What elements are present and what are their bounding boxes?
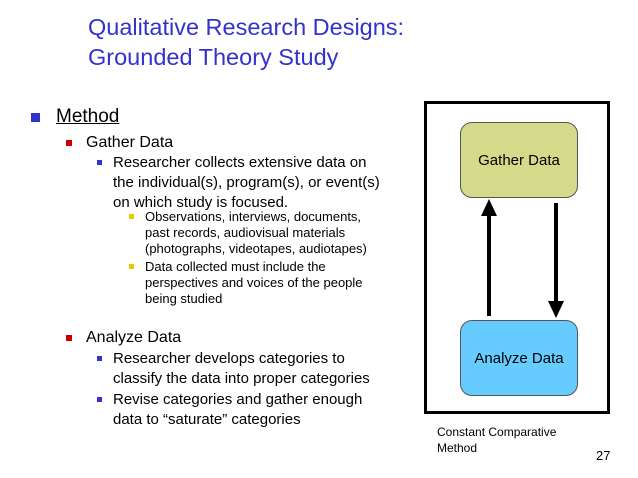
- bullet-square-icon: [66, 140, 72, 146]
- diagram-frame: [424, 101, 610, 414]
- slide-title: Qualitative Research Designs: Grounded T…: [88, 12, 404, 72]
- point-line: the individual(s), program(s), or event(…: [113, 174, 380, 191]
- point-line: Researcher collects extensive data on: [113, 154, 367, 171]
- sub-point-line: (photographs, videotapes, audiotapes): [145, 241, 367, 256]
- bullet-square-icon: [97, 397, 102, 402]
- bullet-square-icon: [129, 264, 134, 269]
- bullet-square-icon: [66, 335, 72, 341]
- page-number: 27: [596, 448, 611, 463]
- sub-point-line: Data collected must include the: [145, 259, 326, 274]
- method-heading: Method: [56, 106, 120, 127]
- sub-point: Observations, interviews, documents, pas…: [145, 209, 367, 257]
- arrow-down-icon: [548, 301, 564, 318]
- gather-data-point: Researcher collects extensive data on th…: [113, 153, 380, 213]
- analyze-data-label: Analyze Data: [86, 329, 182, 346]
- slide-title-line-1: Qualitative Research Designs:: [88, 14, 405, 40]
- gather-data-node: Gather Data: [460, 122, 578, 198]
- bullet-square-icon: [31, 113, 40, 122]
- point-line: Researcher develops categories to: [113, 350, 345, 367]
- bullet-square-icon: [129, 214, 134, 219]
- point-line: data to “saturate” categories: [113, 411, 301, 428]
- gather-data-label: Gather Data: [86, 134, 174, 151]
- slide-title-line-2: Grounded Theory Study: [88, 44, 339, 70]
- sub-point: Data collected must include the perspect…: [145, 259, 363, 307]
- analyze-data-point: Revise categories and gather enough data…: [113, 390, 362, 430]
- sub-point-line: past records, audiovisual materials: [145, 225, 346, 240]
- bullet-square-icon: [97, 356, 102, 361]
- analyze-data-node: Analyze Data: [460, 320, 578, 396]
- sub-point-line: being studied: [145, 291, 223, 306]
- point-line: Revise categories and gather enough: [113, 391, 363, 408]
- sub-point-line: Observations, interviews, documents,: [145, 209, 362, 224]
- sub-point-line: perspectives and voices of the people: [145, 275, 363, 290]
- bullet-square-icon: [97, 160, 102, 165]
- caption-line: Constant Comparative: [437, 425, 557, 439]
- point-line: on which study is focused.: [113, 194, 289, 211]
- point-line: classify the data into proper categories: [113, 370, 370, 387]
- analyze-data-point: Researcher develops categories to classi…: [113, 349, 370, 389]
- diagram-caption: Constant Comparative Method: [437, 424, 556, 456]
- arrow-up-icon: [481, 199, 497, 216]
- caption-line: Method: [437, 441, 478, 455]
